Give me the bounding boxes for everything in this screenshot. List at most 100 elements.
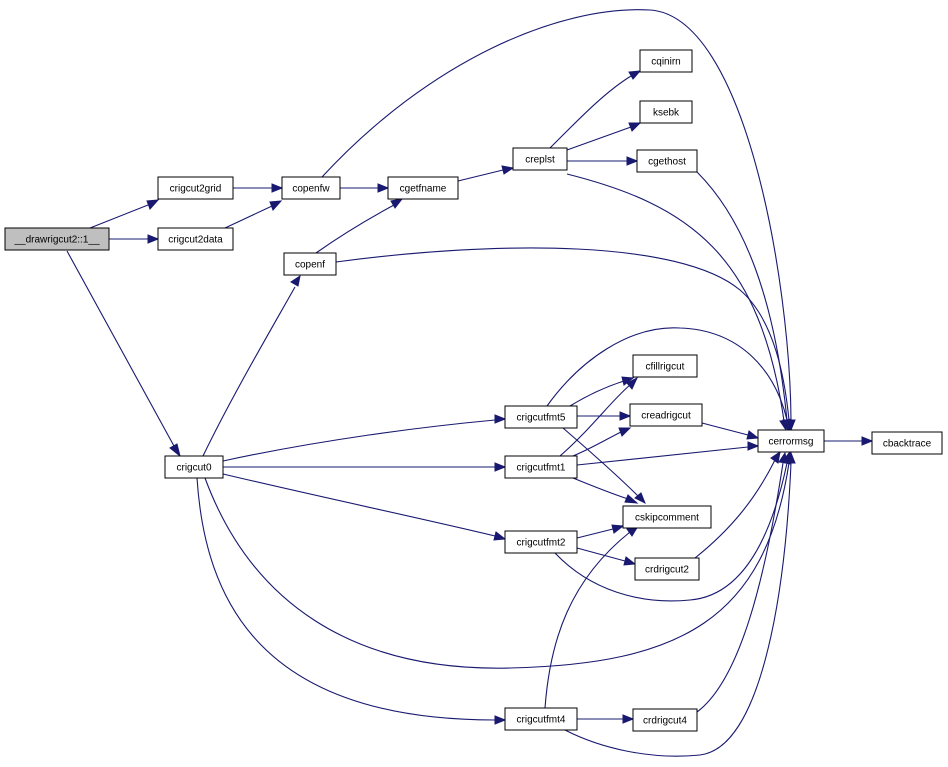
edge-line	[572, 477, 629, 500]
edge-line	[315, 204, 395, 254]
edge-cgetfname-to-creplst	[457, 165, 515, 182]
node-box	[629, 403, 703, 427]
node-fmt2[interactable]: crigcutfmt2	[504, 530, 578, 554]
arrow-head-icon	[626, 156, 639, 166]
node-box	[504, 530, 578, 554]
edge-data-to-openfw	[224, 200, 283, 229]
edge-line	[544, 531, 631, 709]
edge-fmt5-to-cfillrigcut	[569, 376, 635, 407]
edge-copenf-to-cgetfname	[315, 198, 404, 254]
edge-openfw-to-cgetfname	[340, 183, 390, 193]
edge-line	[564, 462, 792, 757]
arrow-head-icon	[628, 122, 642, 132]
node-box	[283, 252, 337, 276]
node-crdrig2[interactable]: crdrigcut2	[634, 557, 700, 581]
arrow-head-icon	[861, 436, 874, 446]
edge-line	[224, 205, 273, 229]
arrow-head-icon	[271, 183, 284, 193]
node-box	[512, 147, 568, 171]
edge-grid-to-openfw	[233, 183, 284, 193]
node-copenf[interactable]: copenf	[283, 252, 337, 276]
edge-fmt5-to-cskip	[562, 427, 646, 505]
edge-creplst-to-cgethost	[567, 156, 639, 166]
edge-line	[569, 380, 625, 407]
node-box	[504, 707, 578, 731]
edge-fmt2-to-cskip	[576, 524, 625, 539]
edge-crdrig2-to-cerrormsg	[694, 450, 781, 559]
node-cgethost[interactable]: cgethost	[636, 149, 698, 173]
node-label: cgetfname	[400, 184, 447, 195]
edge-line	[204, 462, 790, 669]
arrow-head-icon	[634, 492, 646, 505]
edge-fmt5-to-creadrigcut	[577, 411, 632, 421]
node-creadrigcut[interactable]: creadrigcut	[629, 403, 703, 427]
edge-fmt5-to-cerrormsg	[546, 327, 792, 432]
node-openfw[interactable]: copenfw	[281, 176, 341, 200]
node-fmt5[interactable]: crigcutfmt5	[504, 405, 578, 429]
node-box	[157, 176, 234, 200]
node-label: __drawrigcut2::1__	[13, 235, 99, 246]
edge-openfw-to-cerrormsg	[321, 9, 796, 432]
node-box	[387, 176, 459, 200]
arrow-head-icon	[786, 451, 796, 464]
arrow-head-icon	[269, 200, 283, 211]
arrow-head-icon	[619, 411, 632, 421]
node-box	[4, 227, 110, 251]
node-cgetfname[interactable]: cgetfname	[387, 176, 459, 200]
node-box	[281, 176, 341, 200]
node-label: copenf	[295, 260, 325, 271]
edge-copenf-to-cerrormsg	[335, 247, 794, 432]
node-grid[interactable]: crigcut2grid	[157, 176, 234, 200]
node-creplst[interactable]: creplst	[512, 147, 568, 171]
node-label: crdrigcut2	[645, 565, 689, 576]
node-fmt4[interactable]: crigcutfmt4	[504, 707, 578, 731]
node-label: creplst	[525, 155, 555, 166]
edge-line	[222, 419, 496, 462]
node-label: cskipcomment	[635, 513, 699, 524]
node-box	[157, 227, 234, 251]
arrow-head-icon	[147, 234, 160, 244]
edge-root-to-crigcut0	[66, 250, 181, 458]
node-cfillrigcut[interactable]: cfillrigcut	[632, 354, 698, 378]
node-box	[632, 708, 698, 732]
arrow-head-icon	[770, 450, 781, 464]
node-label: cqinirn	[651, 57, 680, 68]
node-box	[639, 100, 693, 124]
node-cerrormsg[interactable]: cerrormsg	[757, 429, 825, 453]
arrow-head-icon	[611, 524, 625, 534]
edge-cerrormsg-to-cbacktrace	[824, 436, 874, 446]
node-root[interactable]: __drawrigcut2::1__	[4, 227, 110, 251]
node-cskip[interactable]: cskipcomment	[622, 505, 712, 529]
node-label: cgethost	[648, 157, 686, 168]
node-ksebk[interactable]: ksebk	[639, 100, 693, 124]
node-fmt1[interactable]: crigcutfmt1	[504, 455, 578, 479]
arrow-head-icon	[622, 714, 635, 724]
node-label: cbacktrace	[883, 439, 932, 450]
edge-crigcut0-to-fmt1	[223, 462, 507, 472]
call-graph-nodes: __drawrigcut2::1__ crigcut2gridcrigcut2da…	[4, 49, 943, 732]
edge-line	[202, 286, 296, 457]
edge-crdrig4-to-cerrormsg	[696, 451, 788, 713]
node-cbacktrace[interactable]: cbacktrace	[871, 431, 943, 455]
edge-line	[321, 9, 792, 421]
arrow-head-icon	[494, 414, 507, 424]
node-label: crigcutfmt1	[517, 463, 566, 474]
node-crdrig4[interactable]: crdrigcut4	[632, 708, 698, 732]
edge-line	[576, 446, 749, 466]
edge-line	[89, 204, 149, 229]
node-data[interactable]: crigcut2data	[157, 227, 234, 251]
edge-line	[566, 126, 632, 151]
arrow-head-icon	[618, 427, 632, 437]
node-box	[757, 429, 825, 453]
node-box	[504, 405, 578, 429]
edge-fmt4-to-crdrig4	[577, 714, 635, 724]
arrow-head-icon	[747, 441, 760, 451]
node-label: crigcutfmt2	[517, 538, 566, 549]
edge-line	[335, 247, 790, 421]
edge-fmt1-to-cskip	[572, 477, 639, 504]
node-label: crigcut0	[176, 463, 211, 474]
node-cqinirn[interactable]: cqinirn	[639, 49, 693, 73]
edge-fmt2-to-crdrig2	[576, 547, 637, 566]
node-crigcut0[interactable]: crigcut0	[164, 455, 224, 479]
